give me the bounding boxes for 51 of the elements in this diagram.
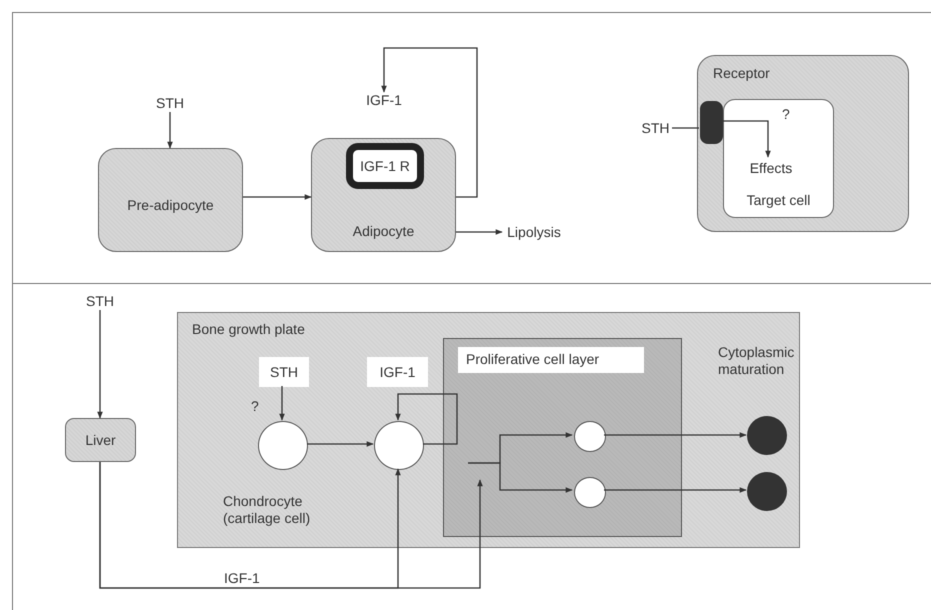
hormone-tag [367,357,428,387]
text-label: STH [82,293,118,310]
text-label: STH [639,120,672,137]
hormone-tag [259,357,309,387]
layer-heading: Proliferative cell layer [458,347,644,372]
arrow [604,432,747,438]
cell-box [697,55,909,232]
arrow [468,462,573,493]
text-label: ? [251,398,259,415]
arrow [307,441,374,447]
text-label: Lipolysis [502,224,566,241]
cell-circle [258,421,308,470]
mature-cell-dot [747,416,787,455]
arrow [604,487,747,493]
node-label: Target cell [746,192,810,210]
arrow [456,229,503,235]
cell-circle [574,477,606,508]
node-label: Adipocyte [352,223,414,242]
text-label: IGF-1 [362,92,406,109]
growth-plate-panel [177,312,800,548]
node-label: Liver [85,432,116,448]
arrow [722,120,771,158]
node-label: Receptor [712,64,770,82]
node-label: STH [270,364,298,380]
node-label: IGF-1 [380,364,416,380]
cell-box [98,148,243,252]
cell-circle [374,421,424,470]
cell-layer-panel [443,338,682,537]
text-label: Effects [748,159,794,177]
arrow [381,47,478,198]
mature-cell-dot [747,472,787,511]
text-label: Cytoplasmic maturation [718,344,796,378]
receptor-box [346,143,424,189]
text-label: ? [782,106,790,123]
arrow [243,194,312,200]
arrow [395,393,458,445]
cell-caption: Chondrocyte (cartilage cell) [223,493,312,527]
arrow [99,462,483,589]
arrow [97,310,103,419]
arrow [279,386,285,421]
node-label: Bone growth plate [191,320,305,338]
cell-circle [574,421,606,452]
node-label: IGF-1 R [360,158,410,174]
organ-box [65,418,136,462]
receptor-blob [700,101,723,144]
connector-line [672,127,699,129]
arrow [167,112,173,149]
cell-box [311,138,456,252]
node-label: Pre-adipocyte [127,196,214,214]
text-label: STH [152,95,188,112]
target-cell-box [723,99,834,218]
